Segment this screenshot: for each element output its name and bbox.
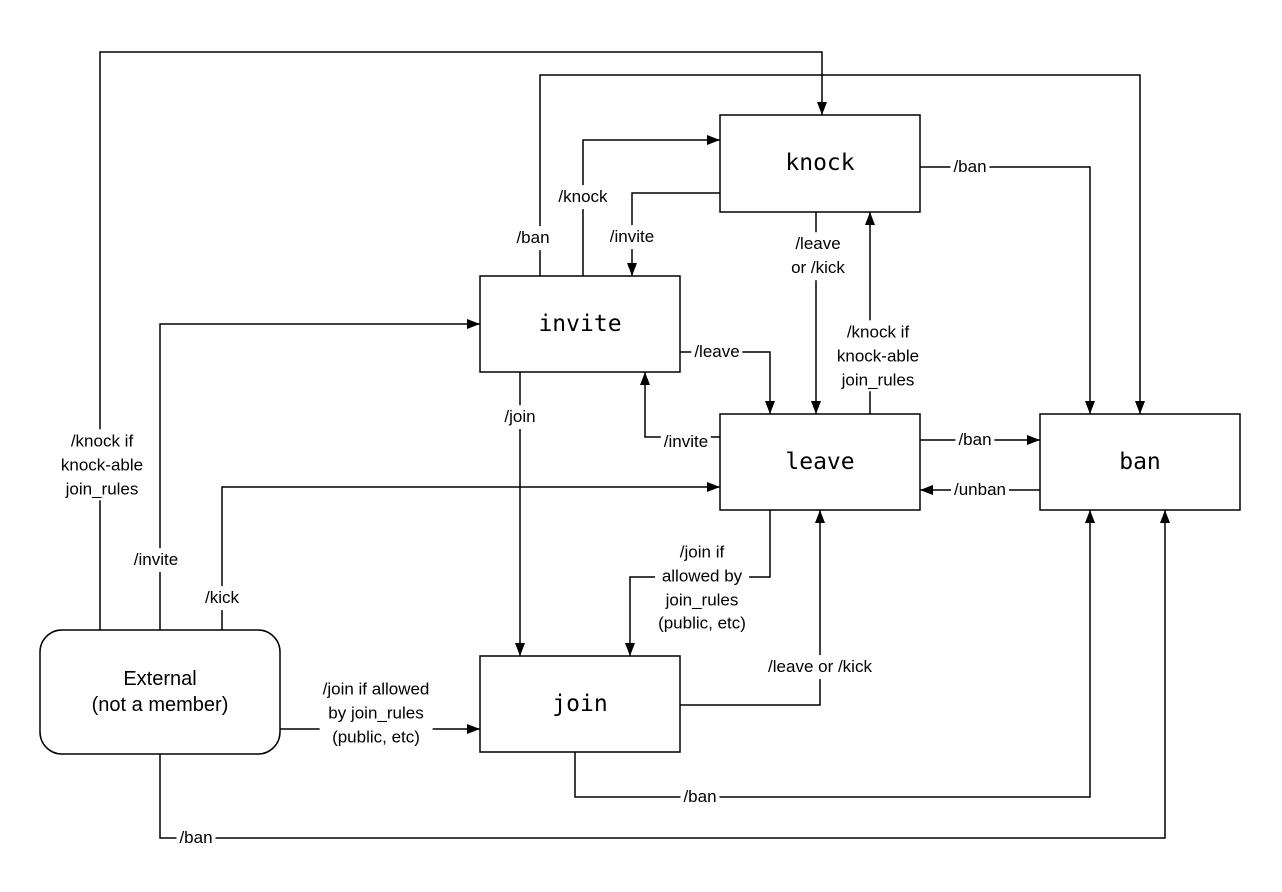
state-label-leave: leave	[785, 449, 855, 475]
edge-label-ban-to-leave: /unban	[951, 478, 1009, 502]
edge-label-knock-to-leave: /leave or /kick	[788, 232, 848, 280]
edge-label-knock-to-invite: /invite	[606, 225, 658, 249]
state-label-external: External (not a member)	[92, 666, 229, 718]
edge-label-invite-to-ban: /ban	[513, 226, 553, 250]
state-node-invite	[479, 275, 681, 373]
edge-label-line: join_rules	[841, 369, 915, 389]
edge-external-to-invite	[159, 319, 480, 630]
edge-label-invite-to-join: /join	[501, 405, 539, 429]
edge-external-to-knock	[99, 51, 827, 630]
edge-external-to-ban	[159, 510, 1170, 839]
state-node-join	[479, 655, 681, 753]
edge-label-line: or /kick	[791, 258, 845, 277]
edge-label-line: join_rules	[665, 590, 739, 609]
edge-label-join-to-leave: /leave or /kick	[765, 655, 875, 679]
edge-label-external-to-leave: /kick	[202, 586, 242, 610]
edge-label-line: by join_rules	[328, 703, 424, 723]
edge-label-line: allowed by	[661, 566, 743, 586]
edge-label-leave-to-invite: /invite	[660, 430, 712, 454]
edge-label-line: /leave	[795, 234, 841, 254]
edge-label-line: (public, etc)	[658, 613, 746, 633]
edge-label-line: /join if allowed	[322, 679, 430, 699]
edge-label-line: join_rules	[65, 478, 139, 498]
edge-label-line: knock-able	[60, 455, 144, 475]
edge-label-line: knock-able	[836, 346, 920, 366]
edge-label-knock-to-ban: /ban	[950, 155, 990, 179]
edge-label-line: /knock if	[70, 431, 134, 451]
edge-join-to-ban	[574, 510, 1095, 798]
edge-label-external-to-invite: /invite	[130, 548, 182, 572]
state-node-knock	[719, 114, 921, 213]
edge-label-leave-to-knock: /knock if knock-able join_rules	[833, 320, 923, 392]
edge-invite-to-ban	[539, 74, 1145, 414]
edge-label-line: /knock if	[846, 322, 910, 342]
edge-label-leave-to-ban: /ban	[955, 428, 995, 452]
state-node-external	[39, 629, 281, 755]
edge-knock-to-ban	[920, 166, 1095, 414]
edge-label-leave-to-join: /join if allowed by join_rules (public, …	[655, 540, 749, 636]
edge-external-to-leave	[221, 482, 720, 630]
state-label-join: join	[552, 691, 608, 717]
edge-label-external-to-ban: /ban	[176, 826, 216, 850]
edge-leave-to-invite	[640, 372, 720, 438]
edge-invite-to-knock	[582, 135, 720, 276]
state-node-leave	[719, 413, 921, 511]
edge-label-external-to-join: /join if allowed by join_rules (public, …	[319, 677, 433, 749]
state-label-knock: knock	[785, 150, 855, 176]
state-node-ban	[1039, 413, 1241, 511]
edge-label-external-to-knock: /knock if knock-able join_rules	[57, 429, 147, 501]
external-label-line2: (not a member)	[91, 694, 229, 716]
edge-label-invite-to-knock: /knock	[555, 185, 611, 209]
state-label-invite: invite	[538, 311, 622, 337]
edge-label-line: (public, etc)	[332, 726, 420, 746]
external-label-line1: External	[123, 668, 197, 690]
edge-label-line: /join if	[679, 542, 725, 562]
edge-label-join-to-ban: /ban	[680, 785, 720, 809]
state-label-ban: ban	[1119, 449, 1161, 475]
edge-label-invite-to-leave: /leave	[691, 340, 743, 364]
edge-join-to-leave	[680, 510, 825, 706]
